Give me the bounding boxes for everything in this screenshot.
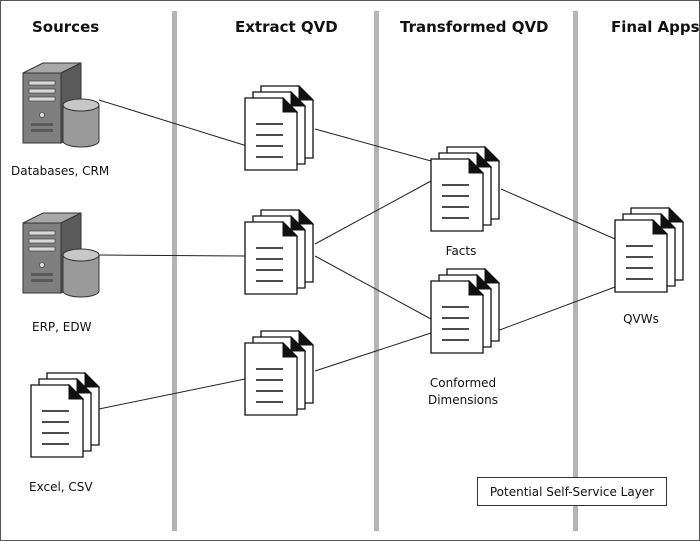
document-stack-icon (431, 269, 499, 353)
column-title-final: Final Apps (611, 18, 700, 36)
connector-lines (98, 99, 616, 410)
server-with-database-icon (22, 212, 100, 298)
label-facts: Facts (445, 244, 477, 258)
link-databases-extract (98, 99, 248, 147)
document-stack-icon (245, 86, 313, 170)
label-databases: Databases, CRM (11, 164, 110, 178)
column-title-transformed: Transformed QVD (400, 18, 549, 36)
document-stack-icon (245, 210, 313, 294)
link-extract2-conformed (314, 255, 432, 320)
label-conformed-line2: Dimensions (427, 393, 499, 407)
document-stack-icon (31, 373, 99, 457)
link-extract1-facts (314, 128, 432, 162)
column-title-sources: Sources (32, 18, 100, 36)
column-title-extract: Extract QVD (235, 18, 338, 36)
self-service-layer-box: Potential Self-Service Layer (477, 477, 667, 506)
link-conformed-qvws (496, 286, 616, 332)
link-excel-extract (98, 378, 246, 410)
divider-2 (374, 11, 379, 531)
server-with-database-icon (22, 62, 100, 148)
link-facts-qvws (500, 188, 616, 240)
label-erp: ERP, EDW (32, 320, 92, 334)
label-excel: Excel, CSV (29, 480, 93, 494)
label-conformed-line1: Conformed (429, 376, 497, 390)
divider-1 (172, 11, 177, 531)
link-erp-extract (98, 254, 246, 257)
label-qvws: QVWs (623, 312, 659, 326)
document-stack-icon (615, 208, 683, 292)
document-stack-icon (245, 331, 313, 415)
link-extract3-conformed (314, 332, 432, 372)
link-extract2-facts (314, 180, 432, 245)
document-stack-icon (431, 147, 499, 231)
divider-3 (573, 11, 578, 531)
self-service-layer-label: Potential Self-Service Layer (489, 484, 655, 499)
